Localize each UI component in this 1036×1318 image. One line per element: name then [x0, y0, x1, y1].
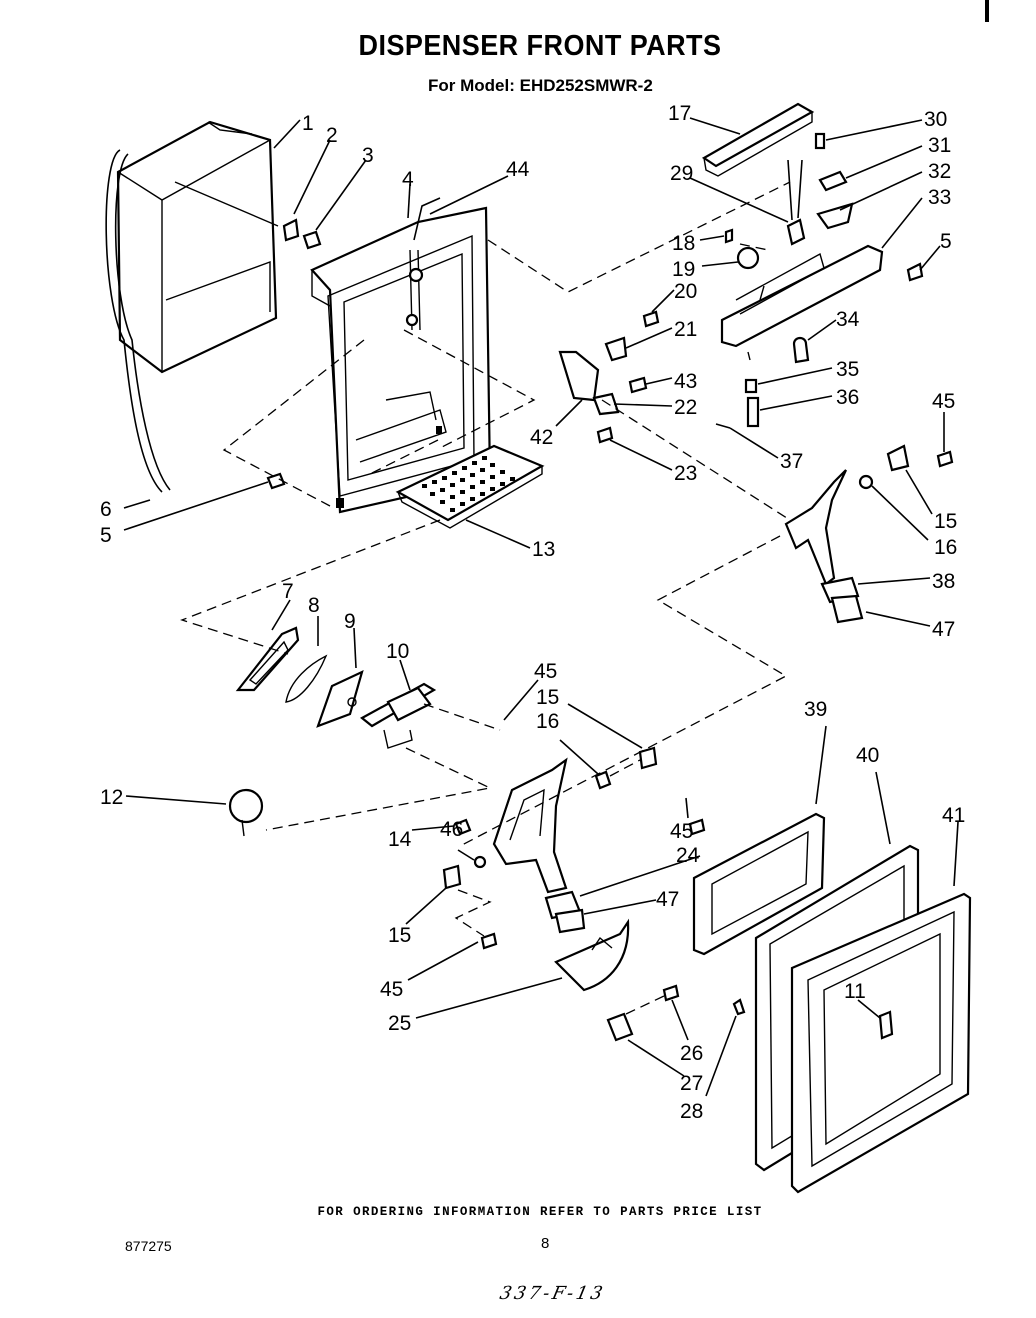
callout-9: 9: [344, 610, 356, 633]
part-38-actuator-arm: [784, 444, 954, 624]
ordering-info-note: FOR ORDERING INFORMATION REFER TO PARTS …: [317, 1205, 763, 1219]
callout-labels: 1 2 3 4 44 17 30 31 29 32 33 18 5 19 20 …: [100, 102, 965, 1123]
callout-15-lower: 15: [388, 924, 411, 947]
callout-13: 13: [532, 538, 555, 561]
callout-15-right: 15: [934, 510, 957, 533]
callout-46: 46: [440, 818, 463, 841]
callout-47-right: 47: [932, 618, 955, 641]
callout-10: 10: [386, 640, 409, 663]
callout-23: 23: [674, 462, 697, 485]
callout-45-bottom: 45: [380, 978, 403, 1001]
callout-8: 8: [308, 594, 320, 617]
callout-21: 21: [674, 318, 697, 341]
callout-29: 29: [670, 162, 693, 185]
callout-32: 32: [928, 160, 951, 183]
callout-37: 37: [780, 450, 803, 473]
page-number: 8: [541, 1235, 550, 1252]
callout-45-right: 45: [932, 390, 955, 413]
callout-36: 36: [836, 386, 859, 409]
callout-20: 20: [674, 280, 697, 303]
callout-39: 39: [804, 698, 827, 721]
page-title: DISPENSER FRONT PARTS: [358, 30, 722, 62]
callout-12: 12: [100, 786, 123, 809]
callout-3: 3: [362, 144, 374, 167]
handwritten-code: 337-F-13: [497, 1283, 608, 1304]
callout-41: 41: [942, 804, 965, 827]
part-13-grille: [395, 444, 545, 529]
callout-30: 30: [924, 108, 947, 131]
callout-17: 17: [668, 102, 691, 125]
callout-15-center: 15: [536, 686, 559, 709]
callout-18: 18: [672, 232, 695, 255]
small-parts-upper: [266, 102, 924, 490]
callout-27: 27: [680, 1072, 703, 1095]
scan-edge-mark: [985, 0, 989, 22]
callout-44: 44: [506, 158, 530, 181]
callout-4: 4: [402, 168, 414, 191]
assembly-dashed-lines: [180, 181, 791, 1015]
part-39-panel: [692, 812, 826, 956]
callout-7: 7: [282, 580, 294, 603]
model-subtitle: For Model: EHD252SMWR-2: [428, 76, 653, 95]
callout-26: 26: [680, 1042, 703, 1065]
part-41-trim: [790, 892, 972, 1194]
callout-5-top: 5: [940, 230, 952, 253]
callout-38: 38: [932, 570, 955, 593]
callout-2: 2: [326, 124, 338, 147]
document-number: 877275: [125, 1238, 172, 1254]
part-24-actuator-arm: [442, 746, 746, 1042]
callout-28: 28: [680, 1100, 703, 1123]
callout-43: 43: [674, 370, 697, 393]
callout-25: 25: [388, 1012, 411, 1035]
callout-19: 19: [672, 258, 695, 281]
callout-33: 33: [928, 186, 951, 209]
callout-47-center: 47: [656, 888, 679, 911]
callout-45-lower: 45: [670, 820, 693, 843]
callout-24: 24: [676, 844, 700, 867]
callout-6: 6: [100, 498, 112, 521]
callout-16-center: 16: [536, 710, 559, 733]
parts-7-to-12: [228, 626, 437, 837]
leader-lines: [123, 117, 959, 1097]
callout-34: 34: [836, 308, 860, 331]
callout-31: 31: [928, 134, 951, 157]
callout-35: 35: [836, 358, 859, 381]
callout-1: 1: [302, 112, 314, 135]
part-1-housing: [105, 120, 279, 493]
callout-42: 42: [530, 426, 553, 449]
part-4-frame: [310, 197, 492, 514]
callout-22: 22: [674, 396, 697, 419]
callout-45-center: 45: [534, 660, 557, 683]
callout-14: 14: [388, 828, 412, 851]
callout-40: 40: [856, 744, 879, 767]
callout-5-left: 5: [100, 524, 112, 547]
callout-16-right: 16: [934, 536, 957, 559]
callout-11: 11: [844, 980, 866, 1003]
